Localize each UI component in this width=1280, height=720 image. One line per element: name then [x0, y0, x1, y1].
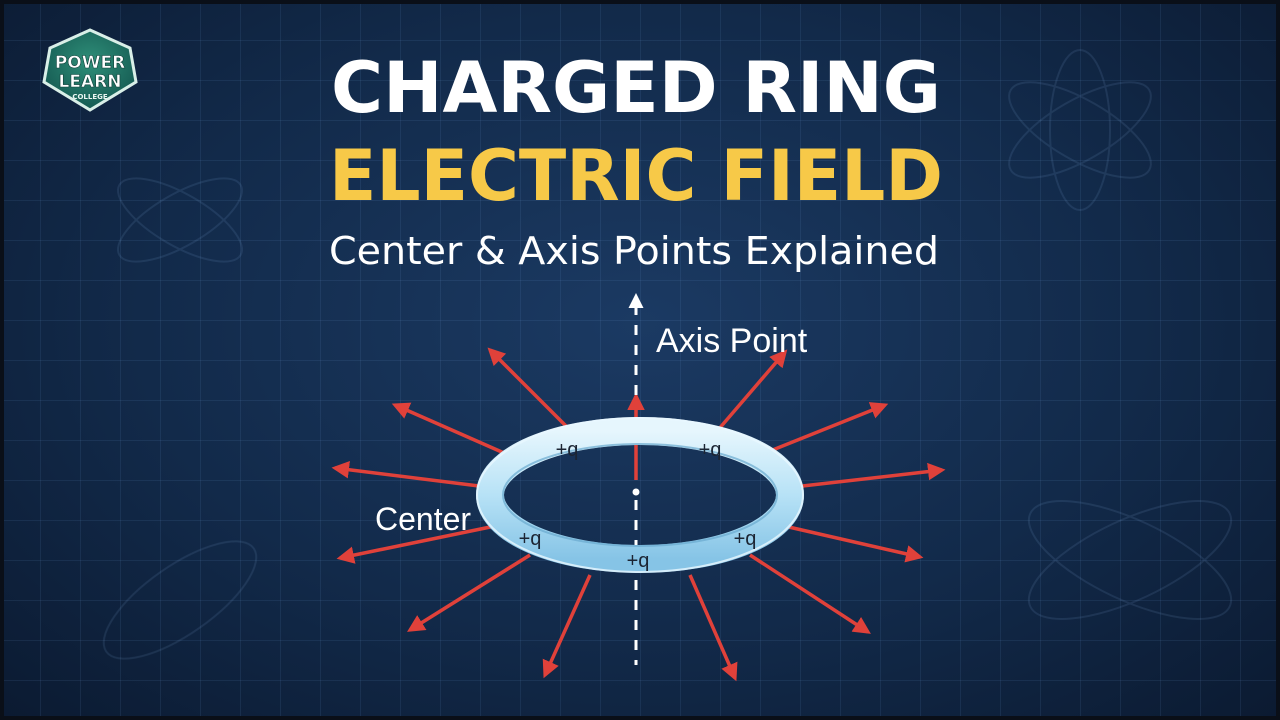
field-arrow	[779, 523, 924, 563]
field-arrow	[407, 553, 531, 632]
title-line2: ELECTRIC FIELD	[329, 135, 943, 217]
field-arrow	[710, 349, 788, 439]
field-arrow	[391, 402, 521, 462]
center-label: Center	[375, 501, 471, 537]
field-arrow	[749, 553, 871, 634]
atom-decoration-icon	[102, 49, 1233, 660]
title-line1: CHARGED RING	[331, 47, 941, 129]
charge-label: +q	[519, 528, 542, 550]
logo-line2: LEARN	[59, 72, 122, 92]
charged-ring	[476, 417, 804, 573]
center-point	[632, 488, 640, 496]
axis-point-label: Axis Point	[656, 322, 808, 360]
charge-label: +q	[734, 528, 757, 550]
field-arrow	[759, 402, 889, 457]
charge-label: +q	[627, 550, 650, 572]
charge-label: +q	[699, 439, 722, 461]
field-arrow	[688, 574, 738, 682]
power-learn-logo: POWER LEARN COLLEGE	[42, 28, 138, 112]
field-arrow	[331, 461, 496, 490]
charge-label: +q	[556, 439, 579, 461]
field-arrow	[542, 574, 592, 679]
logo-line1: POWER	[55, 53, 125, 73]
field-arrow	[336, 523, 501, 564]
logo-line3: COLLEGE	[72, 93, 108, 101]
subtitle: Center & Axis Points Explained	[329, 229, 939, 273]
field-arrow	[784, 462, 946, 490]
